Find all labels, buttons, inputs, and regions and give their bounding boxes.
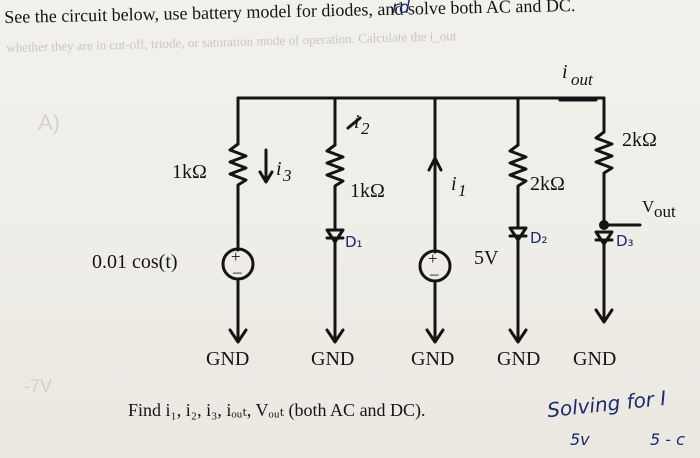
right1-resistor bbox=[508, 143, 528, 230]
i2-subscript: 2 bbox=[361, 119, 370, 138]
vout-label: V bbox=[642, 197, 655, 216]
dc-source-label: 5V bbox=[474, 247, 499, 269]
right1-resistor-label: 2kΩ bbox=[530, 173, 565, 195]
ac-source-plus: + bbox=[231, 247, 241, 266]
d2-handwritten-label: D₂ bbox=[530, 229, 548, 247]
gnd-label-5: GND bbox=[573, 348, 616, 370]
ac-source-label: 0.01 cos(t) bbox=[92, 251, 178, 273]
handwritten-5-minus: 5 - c bbox=[650, 430, 685, 449]
i2-label: i bbox=[354, 111, 360, 133]
i1-arrow-head bbox=[427, 156, 443, 172]
gnd-label-4: GND bbox=[497, 348, 540, 370]
gnd-arrow-2 bbox=[325, 328, 345, 344]
left-resistor-label: 1kΩ bbox=[172, 161, 207, 183]
gnd-label-1: GND bbox=[206, 348, 249, 370]
d3-handwritten-label: D₃ bbox=[616, 232, 634, 250]
section-label: A) bbox=[38, 110, 60, 135]
gnd-arrow-3 bbox=[425, 328, 445, 344]
dc-source-minus: – bbox=[429, 264, 439, 283]
right2-resistor bbox=[594, 130, 614, 227]
i3-label: i bbox=[276, 158, 282, 180]
i3-subscript: 3 bbox=[282, 166, 292, 185]
ac-source-minus: – bbox=[232, 262, 242, 281]
vout-subscript: out bbox=[654, 202, 676, 221]
i1-label: i bbox=[451, 173, 457, 195]
gnd-arrow-5 bbox=[594, 308, 614, 324]
gnd-label-3: GND bbox=[411, 348, 454, 370]
diode-d3 bbox=[594, 230, 614, 246]
mid-resistor-label: 1kΩ bbox=[350, 180, 385, 202]
diode-d1 bbox=[325, 228, 345, 244]
vout-node-dot bbox=[599, 220, 609, 230]
handwritten-rd: rd bbox=[392, 0, 410, 18]
i2-mark bbox=[346, 116, 362, 130]
diode-d2 bbox=[508, 226, 528, 242]
left-resistor bbox=[228, 142, 248, 252]
i1-subscript: 1 bbox=[458, 181, 467, 200]
faint-voltage-note: -7V bbox=[24, 376, 53, 396]
find-instruction: Find i₁, i₂, i₃, iₒᵤₜ, Vₒᵤₜ (both AC and… bbox=[128, 400, 426, 420]
mid-resistor bbox=[325, 143, 345, 232]
right2-resistor-label: 2kΩ bbox=[622, 129, 657, 151]
iout-subscript: out bbox=[571, 70, 594, 89]
handwritten-5v: 5v bbox=[570, 430, 590, 449]
gnd-arrow-4 bbox=[508, 328, 528, 344]
gnd-arrow-1 bbox=[228, 328, 248, 344]
d1-handwritten-label: D₁ bbox=[345, 233, 363, 251]
iout-label: i bbox=[562, 61, 568, 83]
gnd-label-2: GND bbox=[311, 348, 354, 370]
dc-source-plus: + bbox=[428, 249, 438, 268]
i3-arrow-head bbox=[258, 170, 274, 184]
